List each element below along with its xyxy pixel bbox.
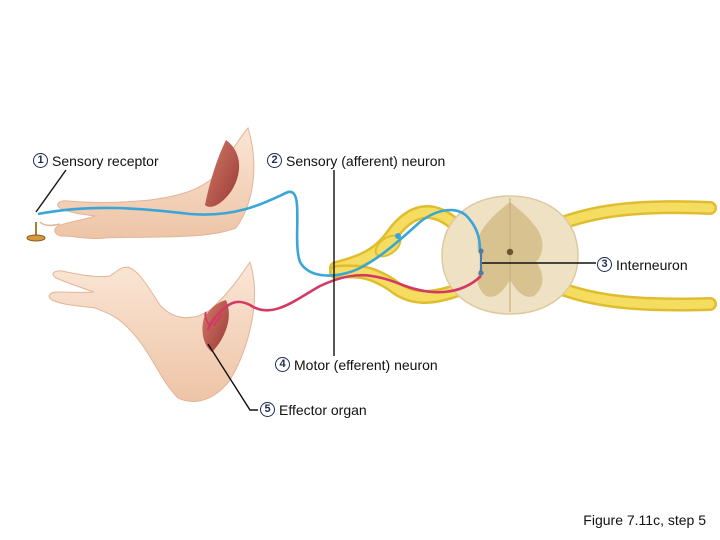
step-badge-3: 3 [597, 257, 612, 272]
sensory-neuron-path [37, 190, 482, 277]
sensory-receptor-icon [26, 222, 46, 242]
label-sensory-neuron: 2 Sensory (afferent) neuron [267, 153, 445, 168]
neuromuscular-junction-icon [204, 311, 223, 327]
sensory-ganglion-cell [395, 233, 401, 239]
label-effector-organ: 5 Effector organ [260, 402, 367, 417]
upper-arm-icon [39, 126, 255, 240]
figure-caption: Figure 7.11c, step 5 [583, 512, 706, 528]
label-text: Interneuron [616, 256, 688, 273]
label-text: Sensory (afferent) neuron [286, 152, 446, 169]
label-sensory-receptor: 1 Sensory receptor [33, 153, 159, 168]
label-text: Effector organ [279, 401, 367, 418]
effector-muscle [202, 300, 229, 352]
leader-lines [35, 169, 596, 411]
label-interneuron: 3 Interneuron [597, 257, 688, 272]
label-motor-neuron: 4 Motor (efferent) neuron [275, 357, 438, 372]
step-badge-1: 1 [33, 153, 48, 168]
label-text: Motor (efferent) neuron [294, 356, 438, 373]
step-badge-2: 2 [267, 153, 282, 168]
motor-neuron-path [206, 273, 482, 331]
label-text: Sensory receptor [52, 152, 159, 169]
step-badge-4: 4 [275, 357, 290, 372]
step-badge-5: 5 [260, 402, 275, 417]
upper-arm-muscle [205, 140, 240, 207]
spinal-cord-icon [441, 195, 579, 315]
lower-arm-icon [48, 260, 255, 402]
